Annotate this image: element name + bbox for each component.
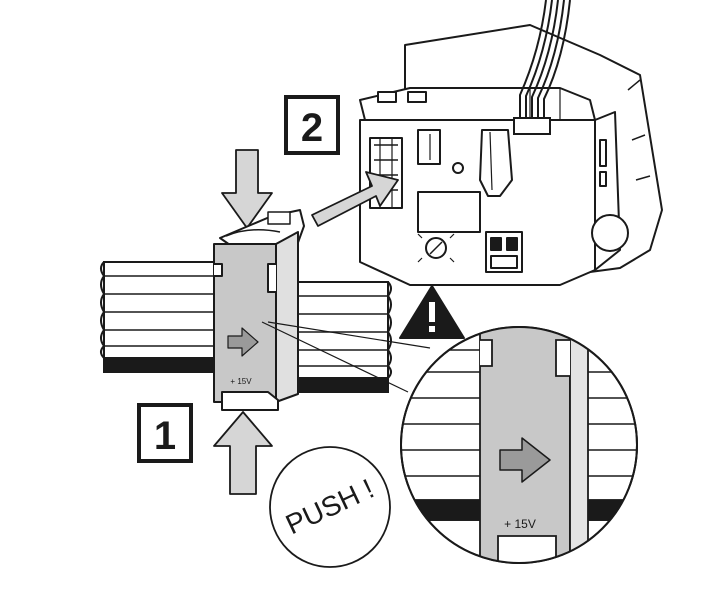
din-rail-left xyxy=(100,261,219,373)
module-voltage-label: + 15V xyxy=(230,377,252,386)
arrow-diagonal-icon xyxy=(311,171,399,227)
step-1-label: 1 xyxy=(154,414,176,458)
arrow-right-icon xyxy=(499,437,551,483)
cable-plug xyxy=(513,117,551,135)
zoom-leader-lines xyxy=(261,321,431,393)
device-unit xyxy=(359,24,663,286)
power-module: + 15V xyxy=(213,209,305,411)
zoom-detail: + 15V xyxy=(400,326,638,564)
zoom-voltage-label: + 15V xyxy=(504,517,536,531)
push-callout: PUSH ! xyxy=(269,446,391,568)
arrow-down-icon xyxy=(221,149,273,229)
step-2-label: 2 xyxy=(301,106,323,150)
ribbon-cable xyxy=(519,0,571,130)
din-rail-right xyxy=(273,281,392,393)
step-2-box: 2 xyxy=(284,95,340,155)
warning-triangle-icon xyxy=(399,285,465,339)
step-1-box: 1 xyxy=(137,403,193,463)
arrow-up-icon xyxy=(213,411,273,495)
